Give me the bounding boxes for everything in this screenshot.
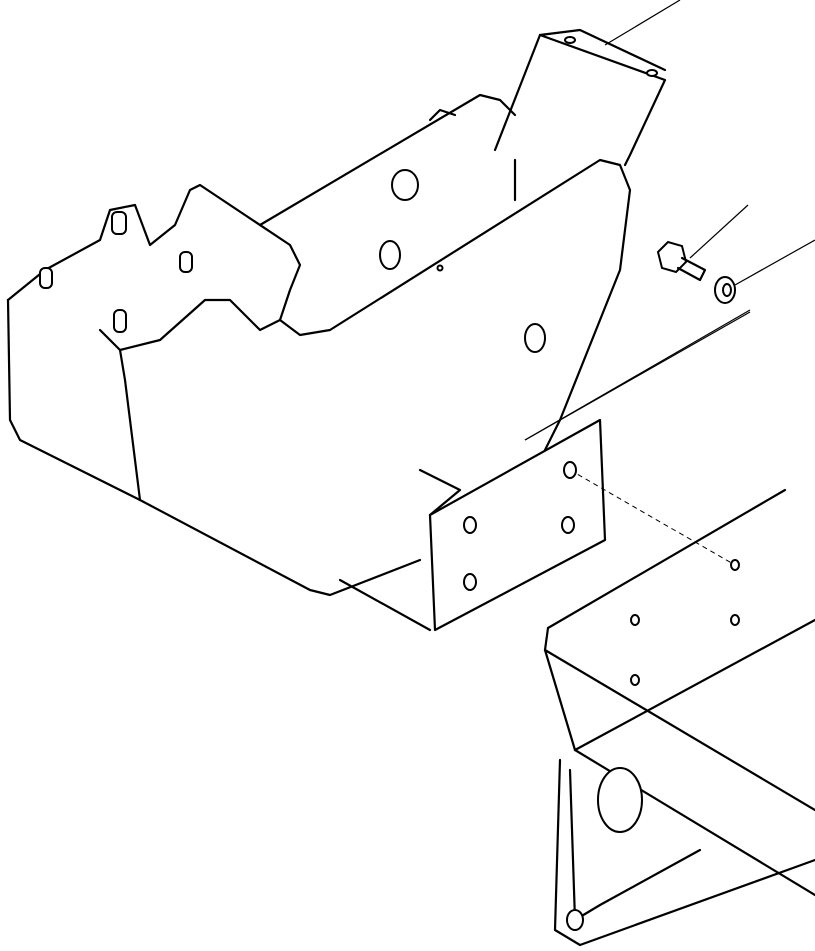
studs [39, 211, 193, 333]
frame [543, 488, 815, 947]
washer [714, 276, 736, 304]
bracket-cover [6, 28, 667, 597]
bolt [656, 240, 707, 282]
nut [391, 169, 419, 201]
mounting-plate [338, 418, 607, 632]
leader-lines [524, 0, 815, 566]
